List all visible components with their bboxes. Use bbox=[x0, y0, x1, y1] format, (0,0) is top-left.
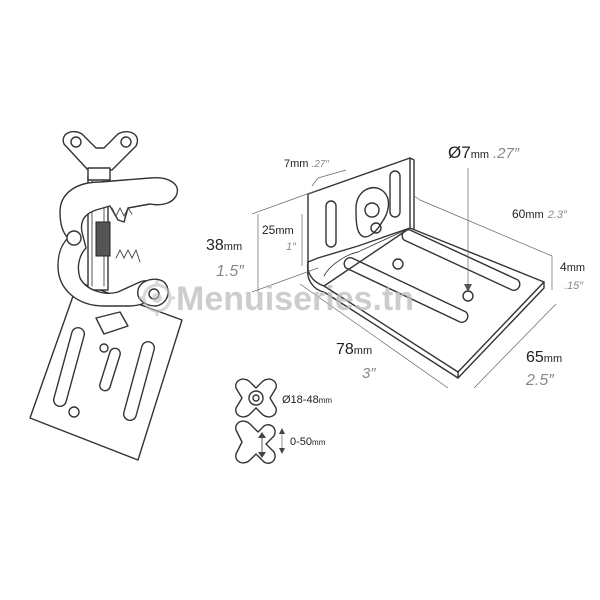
l-bracket bbox=[306, 157, 545, 379]
mounting-plate bbox=[29, 281, 183, 461]
height-slot-label: 25mm bbox=[262, 223, 294, 237]
dimension-lines bbox=[251, 168, 557, 389]
clamp-range-label: Ø18-48mm bbox=[282, 394, 332, 406]
length-inch: 3″ bbox=[362, 365, 376, 382]
watermark-text: Menuiseries.tn bbox=[176, 280, 414, 318]
clamp-range-icon bbox=[235, 378, 277, 418]
height-total-label: 38mm bbox=[206, 237, 242, 254]
height-slot-inch: 1″ bbox=[286, 241, 297, 253]
hole-diameter-label: Ø7mm.27″ bbox=[448, 143, 520, 162]
length-label: 78mm bbox=[336, 341, 372, 358]
watermark-logo bbox=[139, 280, 175, 316]
clamp-assembly bbox=[29, 130, 183, 461]
height-total-inch: 1.5″ bbox=[216, 263, 245, 280]
width-inch: 2.5″ bbox=[525, 372, 555, 389]
clamp-opening-label: 0-50mm bbox=[290, 436, 326, 448]
wing-nut bbox=[62, 130, 139, 181]
watermark: Menuiseries.tn bbox=[139, 280, 414, 318]
thickness-inch: .15″ bbox=[564, 280, 584, 292]
thickness-label: 4mm bbox=[560, 260, 585, 274]
clamp-opening-icon bbox=[235, 420, 285, 464]
slot-width-label: 7mm.27″ bbox=[284, 158, 329, 170]
width-label: 65mm bbox=[526, 349, 562, 366]
